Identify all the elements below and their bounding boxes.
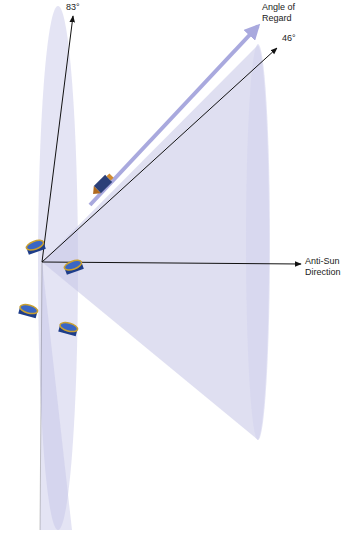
disc-edge xyxy=(40,262,42,530)
fov-cone xyxy=(42,45,269,440)
spacecraft xyxy=(90,172,115,197)
angle-label: 83° xyxy=(66,2,96,13)
sensor-heads xyxy=(18,238,84,336)
cone-base xyxy=(246,44,270,440)
arrow-label: Angle of Regard xyxy=(262,2,314,24)
axis-46 xyxy=(42,48,277,262)
angle-label: 46° xyxy=(282,33,312,44)
regard-arrow xyxy=(90,26,258,205)
axis-83 xyxy=(42,16,73,262)
direction-label: Anti-Sun Direction xyxy=(305,256,357,278)
fov-lower-wedge xyxy=(40,262,72,530)
